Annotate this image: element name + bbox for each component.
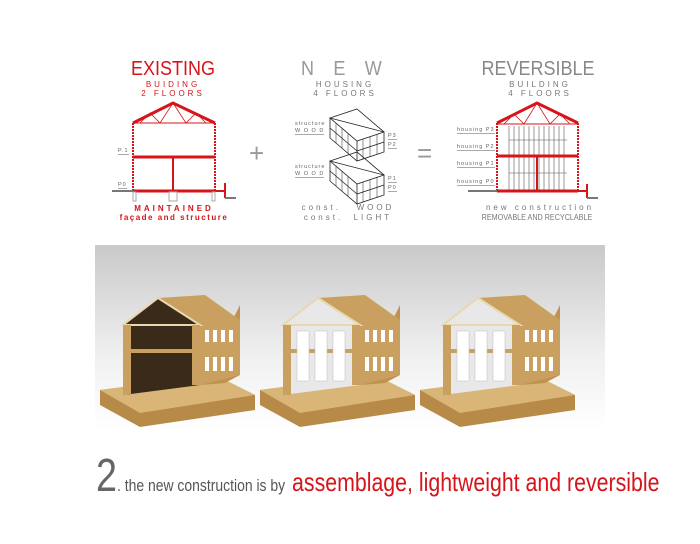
new-note-1: const. WOOD [301,203,395,212]
new-level-p2: P2 [388,142,397,149]
new-subtitle-2: 4 FLOORS [313,89,377,98]
reversible-subtitle-1: BUILDING [509,80,571,89]
caption-highlight: assemblage, lightweight and reversible [292,467,660,497]
reversible-level-p3: housing P3 [457,127,495,134]
reversible-subtitle-2: 4 FLOORS [508,89,572,98]
existing-level-p0: P0 [118,182,127,189]
wood-label-bottom: W O O D [295,171,325,178]
caption: 2. the new construction is by assemblage… [96,448,659,502]
model-photos [100,295,575,427]
model-photo-panel [95,245,605,430]
new-level-p0: P0 [388,185,397,192]
lower-module [329,151,385,205]
upper-module [329,108,385,162]
new-subtitle-1: HOUSING [315,80,375,89]
new-level-p3: P3 [388,133,397,140]
existing-subtitle-2: 2 FLOORS [141,89,205,98]
plus-sign: + [249,138,265,168]
existing-subtitle-1: BUIDING [145,80,201,89]
model-house-1 [100,295,255,427]
existing-note-1: MAINTAINED [134,204,214,213]
existing-note-2: façade and structure [119,213,229,222]
new-wood-modules-drawing [329,108,385,205]
reversible-level-p2: housing P2 [457,144,495,151]
reversible-title: REVERSIBLE [481,58,595,80]
model-house-3 [420,295,575,427]
reversible-level-p0: housing P0 [457,179,495,186]
wood-label-top: W O O D [295,128,325,135]
caption-number: 2 [96,449,117,501]
reversible-section-drawing [468,101,598,199]
reversible-note-2: REMOVABLE AND RECYCLABLE [481,213,593,222]
new-note-2: const. LIGHT [303,213,393,222]
existing-level-p1: P.1 [118,148,129,155]
structure-label-bottom: structure [295,164,326,170]
existing-section-drawing [112,101,236,202]
reversible-level-p1: housing P1 [457,161,495,168]
new-title: N E W [300,58,390,80]
model-house-2 [260,295,415,427]
reversible-note-1: new construction [485,203,595,212]
caption-text: . the new construction is by [116,476,286,495]
new-level-p1: P1 [388,176,397,183]
structure-label-top: structure [295,121,326,127]
equals-sign: = [417,138,433,168]
existing-title: EXISTING [130,58,216,80]
